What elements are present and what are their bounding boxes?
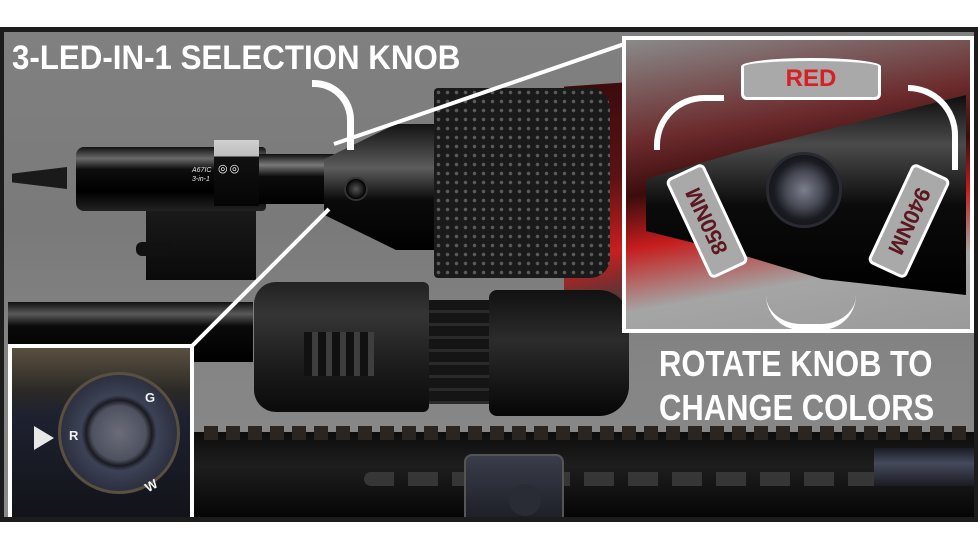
headline: 3-LED-IN-1 SELECTION KNOB: [12, 39, 461, 77]
inset-selection-knob: [766, 152, 842, 228]
rotate-arrow-icon: [654, 95, 724, 150]
night-vision-focus-ring: [429, 300, 489, 404]
flashlight-neck: [259, 154, 334, 204]
picatinny-rail: [204, 426, 974, 440]
night-vision-rail: [304, 332, 374, 376]
closeup-selection-knob: [58, 372, 180, 494]
handguard-slots: [364, 472, 924, 486]
rifle-barrel: [874, 448, 974, 486]
knob-closeup-inset: G R W: [8, 344, 194, 517]
selection-knob: [344, 177, 368, 201]
knob-detail-inset: RED 850NM 940NM: [622, 36, 974, 333]
pressure-switch-cap: [12, 167, 67, 189]
remote-switch-button: [509, 484, 541, 516]
rotate-arrow-icon: [908, 85, 958, 170]
mount-screws-icon: ◎◎: [218, 163, 242, 175]
pointer-triangle-icon: [34, 426, 54, 450]
flashlight-head-grip: [434, 88, 610, 278]
image-frame: ◎◎ A67IC 3-in-1 3-LED-IN-1 SELECTION KNO…: [0, 27, 978, 522]
subheadline: ROTATE KNOB TO CHANGE COLORS: [659, 343, 935, 428]
product-photo: ◎◎ A67IC 3-in-1 3-LED-IN-1 SELECTION KNO…: [4, 32, 974, 517]
rotate-arrow-icon: [766, 295, 856, 329]
label-red: RED: [741, 58, 881, 100]
knob-mark-r: R: [69, 428, 79, 443]
knob-mark-g: G: [145, 390, 156, 405]
flashlight-ring-mount: [214, 140, 259, 206]
flashlight-label: A67IC 3-in-1: [192, 167, 212, 183]
night-vision-lens: [489, 290, 629, 416]
mount-knob: [136, 242, 172, 256]
